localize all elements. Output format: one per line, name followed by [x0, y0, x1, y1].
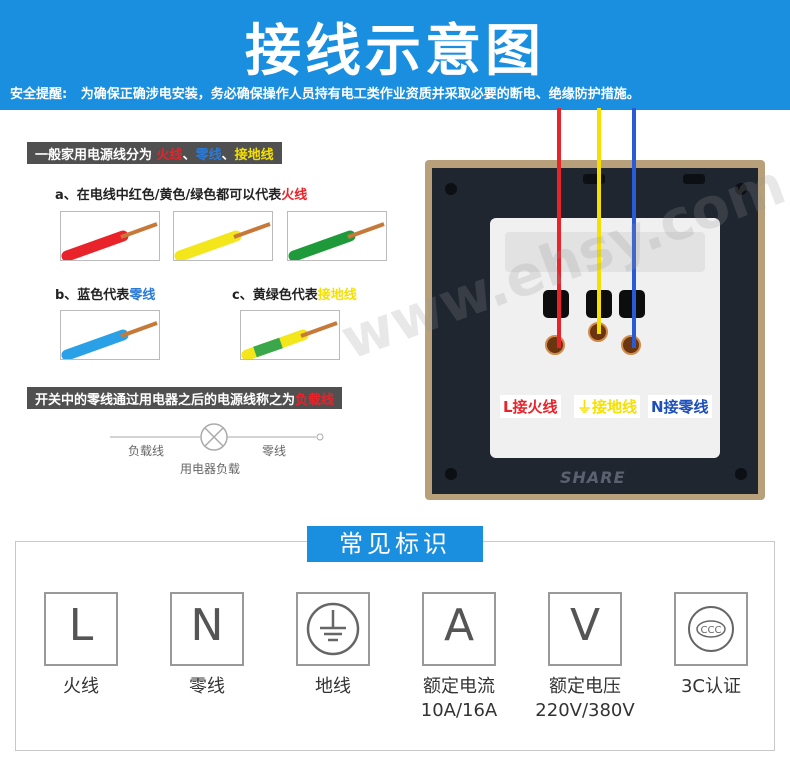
- load-circuit-diagram: [110, 423, 324, 451]
- socket-label-earth: ⏚接地线: [574, 395, 641, 418]
- load-line-bar: 开关中的零线通过用电器之后的电源线称之为负载线: [27, 387, 343, 409]
- symbol-box-neutral: N: [170, 592, 244, 666]
- safety-text: 为确保正确涉电安装，务必确保操作人员持有电工类作业资质并采取必要的断电、绝缘防护…: [80, 87, 640, 102]
- symbol-letter-l: L: [68, 600, 94, 651]
- caption-voltage-line1: 额定电压: [549, 676, 621, 697]
- symbol-box-live: L: [44, 592, 118, 666]
- caption-neutral: 零线: [189, 676, 225, 697]
- terminal-neutral: [621, 335, 641, 355]
- slot-icon: [583, 174, 605, 184]
- appliance-load-label: 用电器负载: [180, 462, 241, 476]
- screw-icon: [445, 183, 457, 195]
- blue-wire-icon: [61, 321, 158, 359]
- caption-voltage-line2: 220V/380V: [535, 700, 635, 721]
- screw-icon: [735, 183, 747, 195]
- item-c-word: 接地线: [317, 288, 357, 303]
- earth-wire: [597, 108, 601, 334]
- item-a-word: 火线: [281, 188, 308, 203]
- load-line-prefix: 开关中的零线通过用电器之后的电源线称之为: [35, 393, 296, 408]
- item-a-text: a、在电线中红色/黄色/绿色都可以代表火线: [55, 184, 307, 203]
- symbol-box-ccc: CCC: [674, 592, 748, 666]
- caption-earth: 地线: [315, 676, 351, 697]
- wire-types-bar: 一般家用电源线分为 火线、零线、接地线: [27, 142, 282, 164]
- item-a-prefix: a、在电线中红色/黄色/绿色都可以代表: [55, 188, 282, 203]
- load-line-label: 负载线: [128, 444, 165, 458]
- symbol-box-current: A: [422, 592, 496, 666]
- wire-types-prefix: 一般家用电源线分为: [35, 148, 153, 163]
- caption-current: 额定电流 10A/16A: [404, 675, 514, 723]
- wire-types-sep2: 、: [221, 148, 235, 163]
- green-wire-icon: [288, 222, 385, 260]
- wire-types-sep1: 、: [182, 148, 196, 163]
- item-b-word: 零线: [129, 288, 156, 303]
- slot-icon: [683, 174, 705, 184]
- load-line-word: 负载线: [295, 393, 335, 408]
- ccc-icon: CCC: [688, 606, 734, 652]
- module-top-plate: [505, 232, 705, 272]
- symbol-letter-v: V: [569, 600, 601, 651]
- symbol-letter-a: A: [443, 600, 475, 651]
- svg-text:CCC: CCC: [701, 625, 722, 636]
- page-title: 接线示意图: [245, 19, 545, 84]
- common-marks-title: 常见标识: [307, 526, 483, 562]
- earth-icon: [306, 602, 360, 656]
- brand-logo: SHARE: [560, 468, 626, 487]
- item-c-prefix: c、黄绿色代表: [232, 288, 318, 303]
- terminal-live: [545, 335, 565, 355]
- symbol-letter-n: N: [190, 600, 224, 651]
- symbol-box-earth: [296, 592, 370, 666]
- item-b-text: b、蓝色代表零线: [55, 284, 155, 303]
- wire-types-neutral: 零线: [195, 148, 222, 163]
- item-c-text: c、黄绿色代表接地线: [232, 284, 357, 303]
- wire-sample-yellow-green: [240, 310, 340, 360]
- header-banner: 接线示意图 安全提醒: 为确保正确涉电安装，务必确保操作人员持有电工类作业资质并…: [0, 0, 790, 110]
- red-wire-icon: [61, 222, 158, 260]
- safety-notice: 安全提醒: 为确保正确涉电安装，务必确保操作人员持有电工类作业资质并采取必要的断…: [10, 83, 785, 102]
- wire-types-live: 火线: [156, 148, 183, 163]
- caption-current-line2: 10A/16A: [420, 700, 498, 721]
- caption-voltage: 额定电压 220V/380V: [525, 675, 645, 723]
- caption-current-line1: 额定电流: [423, 676, 495, 697]
- yellow-green-wire-icon: [241, 321, 338, 359]
- common-marks-panel: [15, 541, 775, 751]
- symbol-box-voltage: V: [548, 592, 622, 666]
- terminal-hole-left: [543, 290, 569, 318]
- wire-sample-red: [60, 211, 160, 261]
- wire-sample-yellow: [173, 211, 273, 261]
- item-b-prefix: b、蓝色代表: [55, 288, 130, 303]
- screw-icon: [735, 468, 747, 480]
- safety-label: 安全提醒:: [10, 87, 68, 102]
- caption-live: 火线: [63, 676, 99, 697]
- socket-label-live: L接火线: [500, 395, 561, 418]
- neutral-wire: [632, 108, 636, 348]
- screw-icon: [445, 468, 457, 480]
- wire-sample-green: [287, 211, 387, 261]
- yellow-wire-icon: [174, 222, 271, 260]
- caption-ccc: 3C认证: [680, 676, 742, 697]
- live-wire: [557, 108, 561, 348]
- wire-sample-blue: [60, 310, 160, 360]
- socket-label-neutral: N接零线: [648, 395, 712, 418]
- neutral-line-label: 零线: [262, 444, 287, 458]
- wire-types-earth: 接地线: [234, 148, 274, 163]
